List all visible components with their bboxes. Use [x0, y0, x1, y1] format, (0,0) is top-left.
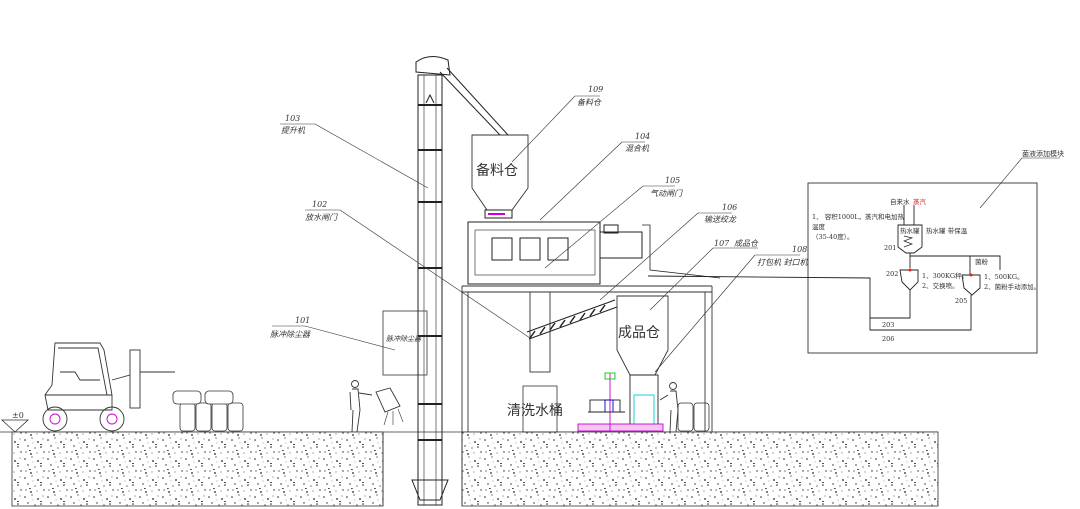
hot-tank-desc-line: （35-40度）。: [812, 232, 854, 241]
mixer: [467, 221, 721, 285]
callout-label: 脉冲除尘器: [270, 330, 311, 339]
hot-tank-desc-line: 温度: [812, 222, 826, 231]
tag-201: 201: [884, 244, 896, 252]
callout-label: 气动闸门: [650, 189, 683, 198]
callout-label: 成品仓: [734, 239, 759, 248]
steam-label: 蒸汽: [913, 197, 927, 206]
tap-water-label: 自来水: [890, 197, 910, 206]
product-bin-label: 成品仓: [618, 325, 660, 341]
tag-202: 202: [886, 270, 898, 278]
packing-machine: [577, 372, 664, 432]
bales: [172, 390, 710, 432]
callout-label: 混合机: [625, 144, 650, 153]
bucket-elevator: [411, 56, 509, 506]
powder-label: 菌粉: [975, 257, 989, 266]
callout-number: 108: [792, 245, 807, 254]
support-frame: [461, 285, 713, 432]
callout-number: 109: [588, 85, 603, 94]
bacteria-module-panel: 菌液添加模块 自来水 蒸汽 热水罐 热水罐 带保温 1、 容积1000L，蒸汽和…: [647, 149, 1064, 354]
ground: [0, 431, 939, 507]
callout-106: 106 输送绞龙: [599, 203, 737, 301]
callout-number: 105: [665, 176, 680, 185]
product-bin: 成品仓: [616, 295, 669, 376]
callout-number: 106: [722, 203, 737, 212]
elevation-mark: ±0: [0, 411, 30, 433]
prep-bin: 备料仓: [471, 134, 529, 219]
tag-203: 203: [882, 321, 894, 329]
tank205-desc-line: 2、菌粉手动添加。: [984, 282, 1040, 291]
callout-label: 打包机 封口机: [757, 258, 809, 267]
callout-number: 107: [714, 239, 730, 248]
callout-label: 提升机: [281, 126, 306, 135]
screw-conveyor: [526, 299, 618, 340]
tag-206: 206: [882, 335, 894, 343]
tank202-desc-line: 2、交换喷。: [922, 281, 959, 290]
wash-bucket-label: 清洗水桶: [507, 403, 563, 419]
callout-number: 102: [312, 200, 327, 209]
tank202-desc-line: 1、300KG秤。: [922, 271, 968, 280]
elevation-text: ±0: [12, 411, 24, 420]
tag-205: 205: [955, 297, 967, 305]
callout-number: 104: [635, 132, 650, 141]
dust-collector-label: 脉冲除尘器: [386, 335, 422, 343]
callout-109: 109 备料仓: [511, 85, 603, 163]
pulse-dust-collector: 脉冲除尘器: [382, 310, 428, 376]
tank205-desc-line: 1、500KG。: [984, 273, 1024, 281]
prep-bin-label: 备料仓: [476, 162, 518, 179]
hot-tank-label: 热水罐: [900, 226, 920, 235]
hot-tank-note: 热水罐 带保温: [926, 226, 968, 235]
callout-102: 102 放水闸门: [305, 200, 531, 339]
worker-left: [349, 380, 404, 433]
callout-number: 101: [295, 316, 310, 325]
callout-label: 输送绞龙: [704, 215, 737, 224]
hot-tank-desc-line: 1、 容积1000L，蒸汽和电加热: [812, 212, 905, 221]
callout-105: 105 气动闸门: [544, 176, 683, 269]
callout-101: 101 脉冲除尘器: [270, 316, 396, 351]
callout-107: 107 成品仓: [649, 239, 759, 311]
callout-label: 备料仓: [577, 98, 602, 107]
wash-bucket: 清洗水桶: [507, 385, 563, 433]
module-title: 菌液添加模块: [1022, 149, 1064, 158]
callout-label: 放水闸门: [305, 213, 338, 222]
forklift: [42, 342, 175, 432]
callout-number: 103: [285, 114, 300, 123]
worker-right: [659, 382, 679, 433]
callout-104: 104 混合机: [539, 132, 650, 221]
callout-103: 103 提升机: [280, 114, 429, 189]
callout-108: 108 打包机 封口机: [654, 245, 809, 373]
